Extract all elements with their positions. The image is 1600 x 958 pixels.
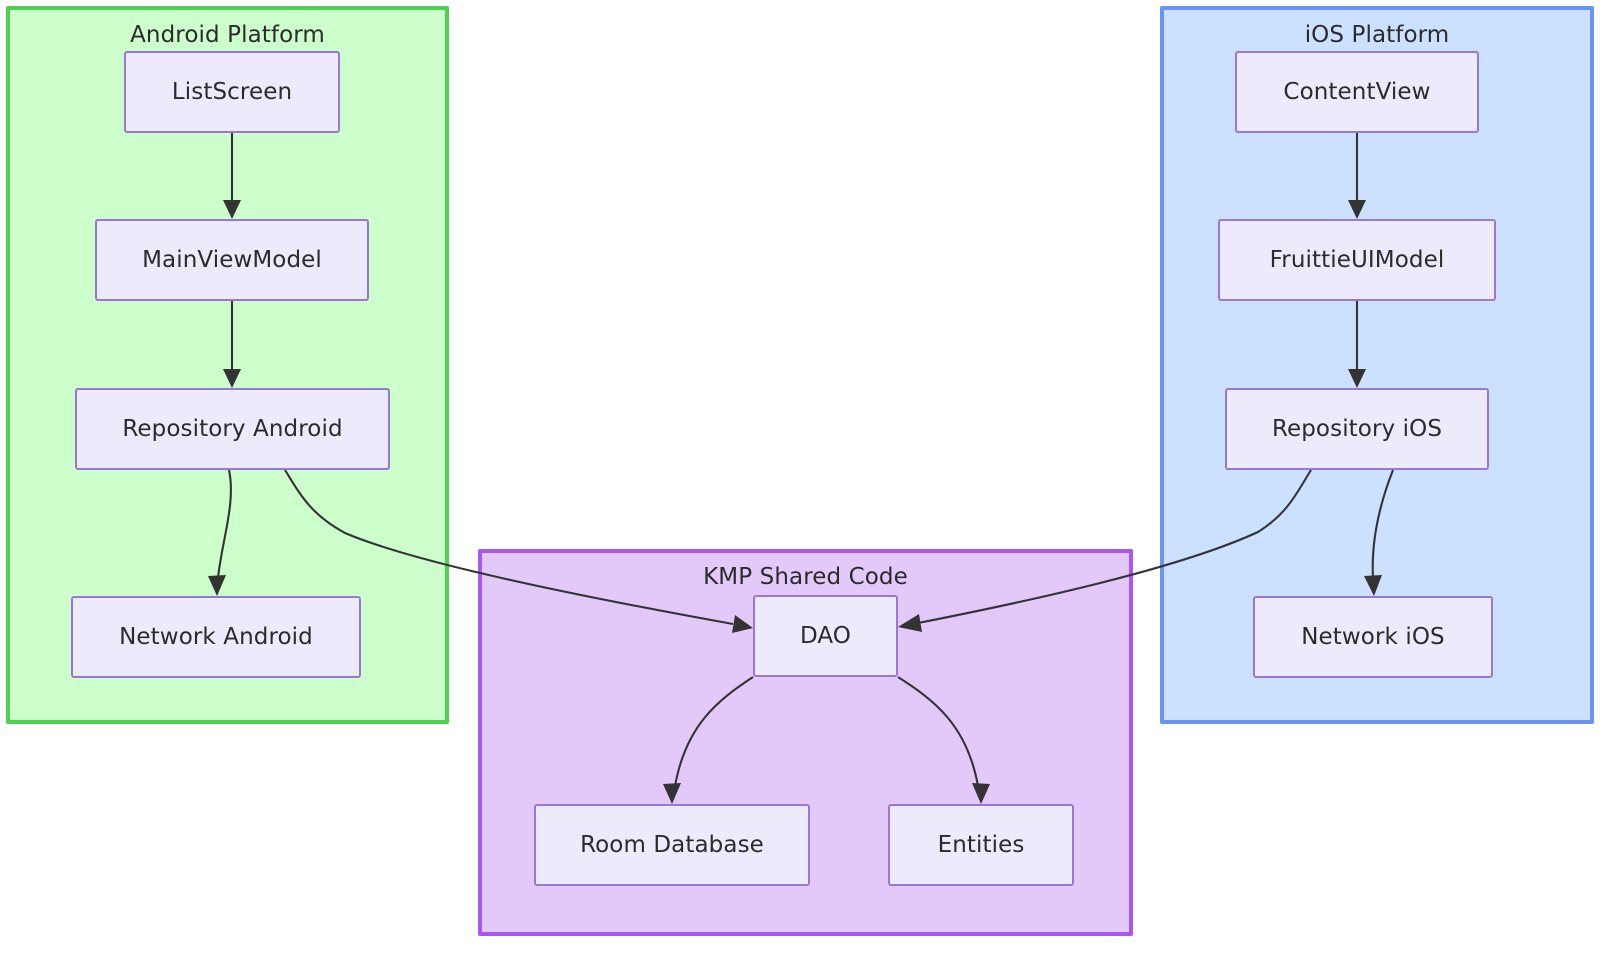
node-fruittie-ui-model[interactable]: FruittieUIModel bbox=[1218, 219, 1496, 301]
node-label-network-ios: Network iOS bbox=[1301, 624, 1445, 650]
node-label-repository-ios: Repository iOS bbox=[1271, 416, 1443, 442]
node-label-entities: Entities bbox=[937, 832, 1025, 858]
node-label-listscreen: ListScreen bbox=[171, 79, 293, 105]
node-listscreen[interactable]: ListScreen bbox=[124, 51, 340, 133]
node-label-room-database: Room Database bbox=[580, 832, 764, 858]
node-network-android[interactable]: Network Android bbox=[71, 596, 361, 678]
node-repository-ios[interactable]: Repository iOS bbox=[1225, 388, 1489, 470]
node-room-database[interactable]: Room Database bbox=[534, 804, 810, 886]
node-label-mainviewmodel: MainViewModel bbox=[142, 247, 322, 273]
node-label-dao: DAO bbox=[799, 623, 852, 649]
node-contentview[interactable]: ContentView bbox=[1235, 51, 1479, 133]
node-mainviewmodel[interactable]: MainViewModel bbox=[95, 219, 369, 301]
node-label-contentview: ContentView bbox=[1283, 79, 1431, 105]
node-label-network-android: Network Android bbox=[119, 624, 313, 650]
subgraph-title-ios: iOS Platform bbox=[1304, 22, 1450, 48]
node-label-fruittie-ui-model: FruittieUIModel bbox=[1269, 247, 1445, 273]
subgraph-title-kmp: KMP Shared Code bbox=[703, 564, 908, 590]
node-repository-android[interactable]: Repository Android bbox=[75, 388, 390, 470]
node-network-ios[interactable]: Network iOS bbox=[1253, 596, 1493, 678]
subgraph-title-android: Android Platform bbox=[130, 22, 325, 48]
node-entities[interactable]: Entities bbox=[888, 804, 1074, 886]
node-label-repository-android: Repository Android bbox=[122, 416, 343, 442]
node-dao[interactable]: DAO bbox=[753, 595, 898, 677]
